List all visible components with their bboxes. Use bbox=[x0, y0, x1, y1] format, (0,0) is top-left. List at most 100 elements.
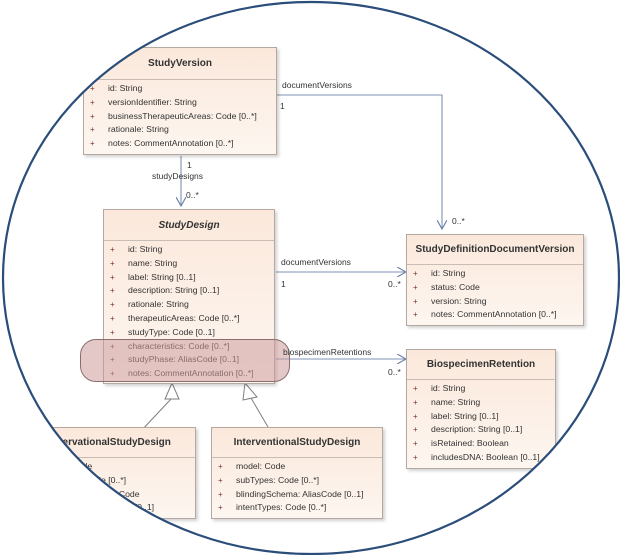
class-study-definition-document-version[interactable]: StudyDefinitionDocumentVersion +id: Stri… bbox=[406, 234, 584, 326]
attribute-text: subTypes: Code [0..*] bbox=[236, 474, 320, 485]
attribute-row[interactable]: +id: String bbox=[407, 267, 583, 281]
attribute-row[interactable]: + name: String bbox=[104, 257, 274, 271]
attribute-text: notes: CommentAnnotation [0..*] bbox=[108, 138, 234, 149]
association-sv-document-versions[interactable] bbox=[277, 94, 442, 229]
attribute-text: model: Code bbox=[43, 461, 93, 471]
attribute-row[interactable]: +intentTypes: Code [0..*] bbox=[212, 501, 382, 515]
attribute-row[interactable]: + model: Code bbox=[212, 460, 382, 474]
attribute-row[interactable]: +studyType: Code [0..1] bbox=[104, 326, 274, 340]
visibility-marker: + bbox=[25, 462, 30, 471]
attribute-row[interactable]: +isRetained: Boolean bbox=[407, 437, 555, 451]
visibility-marker: + bbox=[110, 272, 115, 282]
attribute-text: intentTypes: Code [0..*] bbox=[236, 502, 327, 513]
visibility-marker: + bbox=[25, 503, 30, 513]
visibility-marker: + bbox=[110, 313, 115, 323]
attribute-row[interactable]: + includesDNA: Boolean [0..1] bbox=[407, 451, 555, 465]
attribute-row[interactable]: +subTypes: Code [0..*] bbox=[19, 474, 195, 488]
attribute-row[interactable]: + label: String [0..1] bbox=[407, 410, 555, 424]
visibility-marker: + bbox=[413, 384, 418, 393]
visibility-marker: + bbox=[90, 111, 95, 121]
attribute-text: model: Code bbox=[236, 461, 286, 471]
generalization-observational-arrowhead bbox=[164, 381, 180, 400]
visibility-marker: + bbox=[413, 439, 418, 449]
visibility-marker: + bbox=[90, 125, 95, 135]
visibility-marker: + bbox=[25, 475, 30, 485]
multiplicity-label: 1 bbox=[280, 101, 285, 111]
visibility-marker: + bbox=[90, 84, 95, 93]
visibility-marker: + bbox=[413, 310, 418, 320]
class-title: StudyVersion bbox=[84, 48, 276, 80]
attribute-row[interactable]: + status: Code bbox=[407, 281, 583, 295]
attribute-row[interactable]: + id: String bbox=[84, 82, 276, 96]
class-title: ObservationalStudyDesign bbox=[19, 428, 195, 458]
visibility-marker: + bbox=[413, 296, 418, 306]
role-label: documentVersions bbox=[281, 257, 351, 267]
role-label: studyDesigns bbox=[152, 171, 204, 181]
attribute-text: id: String bbox=[108, 83, 143, 93]
attribute-text: rationale: String bbox=[108, 124, 169, 135]
multiplicity-label: 1 bbox=[187, 160, 192, 170]
attribute-text: description: String [0..1] bbox=[431, 424, 523, 435]
attribute-row[interactable]: + description: String [0..1] bbox=[104, 284, 274, 298]
attribute-text: samplingMethod: Code [0..1] bbox=[43, 502, 155, 513]
attribute-row[interactable]: +label: String [0..1] bbox=[104, 271, 274, 285]
attribute-row[interactable]: + notes: CommentAnnotation [0..*] bbox=[84, 137, 276, 151]
attribute-row[interactable]: + subTypes: Code [0..*] bbox=[212, 474, 382, 488]
visibility-marker: + bbox=[25, 489, 30, 499]
attribute-text: notes: CommentAnnotation [0..*] bbox=[431, 309, 557, 320]
attribute-row[interactable]: +version: String bbox=[407, 295, 583, 309]
visibility-marker: + bbox=[218, 462, 223, 471]
visibility-marker: + bbox=[413, 282, 418, 292]
visibility-marker: + bbox=[110, 327, 115, 337]
attribute-row[interactable]: + id: String bbox=[104, 243, 274, 257]
visibility-marker: + bbox=[90, 139, 95, 149]
attribute-text: name: String bbox=[128, 257, 178, 268]
visibility-marker: + bbox=[218, 475, 223, 485]
visibility-marker: + bbox=[413, 397, 418, 407]
attribute-text: includesDNA: Boolean [0..1] bbox=[431, 451, 540, 462]
attribute-text: status: Code bbox=[431, 281, 480, 292]
attribute-text: samplingObjective: Code bbox=[43, 488, 140, 499]
attribute-text: label: String [0..1] bbox=[431, 410, 499, 421]
multiplicity-label: 0..* bbox=[388, 367, 401, 377]
class-study-version[interactable]: StudyVersion +id: String+versionIdentifi… bbox=[83, 47, 277, 155]
attribute-row[interactable]: + model: Code bbox=[19, 460, 195, 474]
role-label: documentVersions bbox=[282, 80, 352, 90]
visibility-marker: + bbox=[110, 258, 115, 268]
attribute-row[interactable]: +therapeuticAreas: Code [0..*] bbox=[104, 312, 274, 326]
multiplicity-label: 0..* bbox=[388, 279, 401, 289]
attribute-text: description: String [0..1] bbox=[128, 285, 220, 296]
visibility-marker: + bbox=[413, 411, 418, 421]
multiplicity-label: 0..* bbox=[186, 190, 199, 200]
attribute-row[interactable]: +id: String bbox=[407, 382, 555, 396]
attribute-text: blindingSchema: AliasCode [0..1] bbox=[236, 488, 364, 499]
class-interventional-study-design[interactable]: InterventionalStudyDesign +model: Code+s… bbox=[211, 427, 383, 519]
class-title: BiospecimenRetention bbox=[407, 350, 555, 380]
attribute-row[interactable]: + samplingObjective: Code bbox=[19, 488, 195, 502]
attribute-row[interactable]: + samplingMethod: Code [0..1] bbox=[19, 501, 195, 515]
attribute-row[interactable]: +versionIdentifier: String bbox=[84, 96, 276, 110]
attribute-row[interactable]: +description: String [0..1] bbox=[407, 423, 555, 437]
visibility-marker: + bbox=[413, 452, 418, 462]
generalization-interventional-arrowhead bbox=[242, 381, 258, 401]
attribute-row[interactable]: + notes: CommentAnnotation [0..*] bbox=[407, 308, 583, 322]
attribute-text: versionIdentifier: String bbox=[108, 96, 197, 107]
attribute-row[interactable]: +businessTherapeuticAreas: Code [0..*] bbox=[84, 110, 276, 124]
attribute-row[interactable]: + rationale: String bbox=[84, 123, 276, 137]
visibility-marker: + bbox=[110, 286, 115, 296]
attribute-text: rationale: String bbox=[128, 299, 189, 310]
visibility-marker: + bbox=[110, 245, 115, 254]
attribute-row[interactable]: +name: String bbox=[407, 396, 555, 410]
class-observational-study-design[interactable]: ObservationalStudyDesign + model: Code +su… bbox=[18, 427, 196, 519]
attribute-row[interactable]: + blindingSchema: AliasCode [0..1] bbox=[212, 488, 382, 502]
attribute-list: +id: String+status: Code+version: String… bbox=[407, 265, 583, 322]
attribute-list: +id: String+versionIdentifier: String+bu… bbox=[84, 80, 276, 151]
visibility-marker: + bbox=[218, 489, 223, 499]
class-title: StudyDefinitionDocumentVersion bbox=[407, 235, 583, 265]
visibility-marker: + bbox=[110, 300, 115, 310]
class-biospecimen-retention[interactable]: BiospecimenRetention +id: String+name: S… bbox=[406, 349, 556, 469]
attribute-text: id: String bbox=[128, 244, 163, 254]
attribute-highlight bbox=[80, 339, 290, 382]
attribute-row[interactable]: + rationale: String bbox=[104, 298, 274, 312]
generalization-interventional[interactable] bbox=[250, 397, 269, 428]
